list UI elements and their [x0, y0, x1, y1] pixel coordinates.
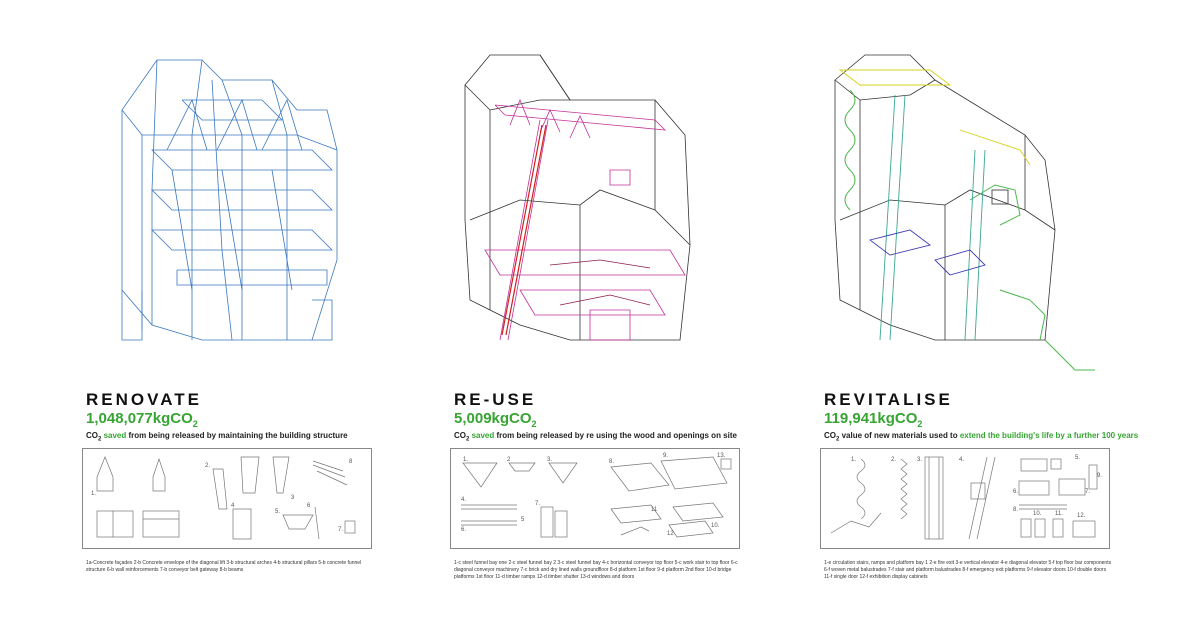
co-text: CO — [454, 431, 466, 440]
panel-label: 6. — [1013, 489, 1018, 495]
panel-label: 6. — [461, 527, 466, 533]
co2-subscript: 2 — [917, 419, 923, 429]
panel-label: 3. — [917, 457, 922, 463]
column-revitalise: REVITALISE 119,941kgCO2 CO2 value of new… — [820, 0, 1160, 644]
panel-label: 9. — [1097, 473, 1102, 479]
desc-plain: value of new materials used to — [839, 431, 960, 440]
co2-subscript: 2 — [192, 419, 198, 429]
co2-value: 5,009kgCO — [454, 410, 532, 427]
panel-label: 11. — [1055, 511, 1063, 517]
panel-label: 2. — [205, 463, 210, 469]
panel-label: 1. — [463, 457, 468, 463]
co2-figure: 119,941kgCO2 — [824, 410, 922, 429]
panel-label: 3 — [291, 495, 295, 501]
highlight-text: saved — [471, 431, 495, 440]
panel-label: 11 — [651, 507, 658, 513]
section-title: RE-USE — [454, 390, 537, 409]
panel-label: 3. — [547, 457, 552, 463]
panel-label: 10. — [1033, 511, 1042, 517]
panel-label: 2 — [507, 457, 511, 463]
panel-label: 10. — [711, 523, 720, 529]
co2-subscript: 2 — [531, 419, 537, 429]
panel-label: 7. — [338, 527, 343, 533]
renovate-axonometric-drawing — [121, 59, 338, 341]
section-title: REVITALISE — [824, 390, 953, 409]
legend-text: 1a-Concrete façades 2-b Concrete envelop… — [86, 560, 362, 573]
panel-label: 2. — [891, 457, 896, 463]
highlight-text: saved — [103, 431, 127, 440]
desc-rest: from being released by maintaining the b… — [126, 431, 348, 440]
panel-label: 8. — [609, 459, 614, 465]
panel-label: 8. — [1013, 507, 1018, 513]
panel-label: 7. — [1085, 489, 1090, 495]
panel-label: 6 — [307, 503, 311, 509]
panel-label: 4. — [461, 497, 466, 503]
co2-value: 119,941kgCO — [824, 410, 918, 427]
co-subscript: 2 — [466, 436, 470, 443]
co2-figure: 5,009kgCO2 — [454, 410, 537, 429]
panel-label: 5. — [275, 509, 280, 515]
panel-label: 12 — [667, 531, 674, 537]
co-text: CO — [86, 431, 98, 440]
panel-label: 1. — [91, 491, 96, 497]
co2-value: 1,048,077kgCO — [86, 410, 193, 427]
reuse-axonometric-drawing — [464, 54, 691, 341]
co2-figure: 1,048,077kgCO2 — [86, 410, 198, 429]
panel-label: 1. — [851, 457, 856, 463]
legend-text: 1-c steel funnel bay one 2-c steel funne… — [454, 560, 738, 580]
panel-label: 5. — [1075, 455, 1080, 461]
co-text: CO — [824, 431, 836, 440]
co-subscript: 2 — [98, 436, 102, 443]
components-illustration: 1. 2 3. 4. 5 6. 7. 8. 9. 10. 11 12 13. — [461, 453, 732, 538]
panel-label: 13. — [717, 453, 726, 459]
column-reuse: RE-USE 5,009kgCO2 CO2 saved from being r… — [450, 0, 790, 644]
desc-rest: from being released by re using the wood… — [494, 431, 737, 440]
panel-label: 8 — [349, 459, 353, 465]
panel-label: 4. — [959, 457, 964, 463]
panel-label: 9. — [663, 453, 668, 459]
panel-label: 12. — [1077, 513, 1086, 519]
co2-description: CO2 saved from being released by maintai… — [86, 431, 348, 443]
co2-description: CO2 value of new materials used to exten… — [824, 431, 1138, 443]
components-panel: 1. 2 3. 4. 5 6. 7. 8. 9. 10. 11 12 13. — [450, 448, 740, 549]
column-renovate: RENOVATE 1,048,077kgCO2 CO2 saved from b… — [82, 0, 422, 644]
components-illustration: 1. 2. 3. 4. 5. 6. 7. 8. 9. 10. 11. 12. — [830, 455, 1102, 540]
co2-description: CO2 saved from being released by re usin… — [454, 431, 737, 443]
co-subscript: 2 — [836, 436, 840, 443]
legend-text: 1-e circulation stairs, ramps and platfo… — [824, 560, 1112, 580]
components-panel: 1. 2. 3 4 5. 6 7. 8 — [82, 448, 372, 549]
panel-label: 5 — [521, 517, 525, 523]
section-title: RENOVATE — [86, 390, 202, 409]
components-illustration: 1. 2. 3 4 5. 6 7. 8 — [91, 456, 356, 540]
panel-label: 7. — [535, 501, 540, 507]
panel-label: 4 — [231, 503, 235, 509]
components-panel: 1. 2. 3. 4. 5. 6. 7. 8. 9. 10. 11. 12. — [820, 448, 1110, 549]
revitalise-axonometric-drawing — [834, 54, 1095, 371]
highlight-text: extend the building's life by a further … — [959, 431, 1139, 440]
